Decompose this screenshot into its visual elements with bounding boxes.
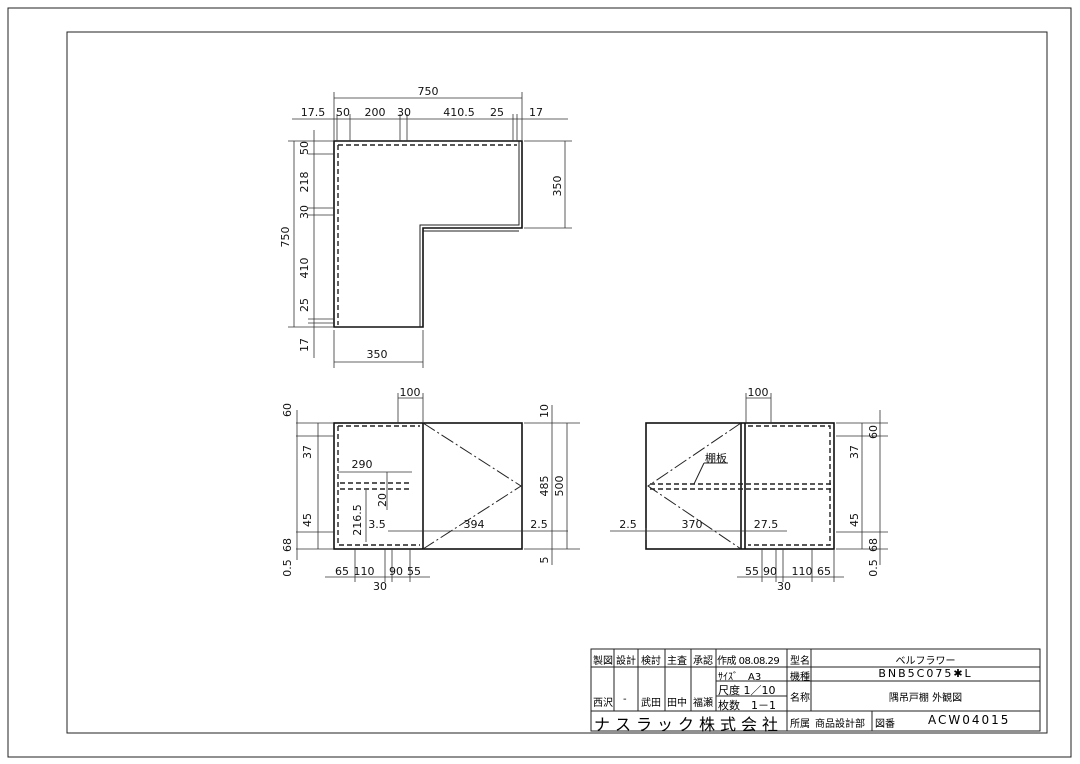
dimension-label: 37 [301, 445, 314, 459]
dimension-label: 68 [867, 538, 880, 552]
dimension-label: 17 [529, 106, 543, 119]
dimension-label: 60 [867, 425, 880, 439]
dimension-label: 60 [281, 403, 294, 417]
approval-name-0: 西沢 [593, 698, 613, 709]
dimension-label: 485 [538, 476, 551, 497]
approval-name-1: - [623, 694, 627, 705]
approval-role-4: 承認 [693, 656, 713, 667]
front-right-view [610, 393, 888, 582]
dimension-label: 410.5 [443, 106, 475, 119]
dimension-label: 65 [817, 565, 831, 578]
dimension-label: 17 [298, 338, 311, 352]
dimension-label: 500 [553, 476, 566, 497]
dimension-label: 50 [298, 141, 311, 155]
dimension-label: 750 [279, 227, 292, 248]
approval-role-2: 検討 [641, 656, 661, 667]
drawing-no-label: 図番 [875, 719, 895, 730]
dimension-label: 370 [682, 518, 703, 531]
model-value: ベルフラワー [895, 656, 956, 667]
dept-label: 所属 [790, 719, 810, 730]
dimension-label: 20 [376, 493, 389, 507]
approval-name-4: 福瀬 [693, 698, 713, 709]
dimension-label: 27.5 [754, 518, 779, 531]
dimension-label: 30 [397, 106, 411, 119]
dimension-label: 200 [365, 106, 386, 119]
inner-frame [66, 31, 1048, 734]
dimension-label: 100 [748, 386, 769, 399]
dimension-label: 50 [336, 106, 350, 119]
dimension-label: 棚板 [705, 451, 727, 465]
dimension-label: 25 [490, 106, 504, 119]
drawing-no-value: ACW04015 [928, 713, 1011, 727]
dimension-label: 110 [792, 565, 813, 578]
dimension-label: 5 [538, 557, 551, 564]
dimension-label: 45 [301, 513, 314, 527]
dimension-label: 100 [400, 386, 421, 399]
title-block [590, 648, 1041, 732]
type-value: BNB5C075✱L [878, 667, 973, 680]
dimension-label: 30 [777, 580, 791, 593]
sheet-count: 枚数 1－1 [718, 699, 776, 712]
approval-role-0: 製図 [593, 656, 613, 667]
dimension-label: 0.5 [281, 559, 294, 577]
dimension-label: 750 [418, 85, 439, 98]
dimension-label: 45 [848, 513, 861, 527]
scale: 尺度 1／10 [718, 684, 776, 697]
approval-role-3: 主査 [667, 656, 687, 667]
dimension-label: 350 [551, 176, 564, 197]
dimension-label: 2.5 [530, 518, 548, 531]
dimension-label: 65 [335, 565, 349, 578]
dimension-labels: 750 17.5 50 200 30 410.5 25 17 50 218 30 410 25 17 750… [279, 85, 880, 593]
dept-value: 商品設計部 [815, 719, 865, 730]
dimension-label: 30 [298, 205, 311, 219]
dimension-label: 2.5 [619, 518, 637, 531]
name-value: 隅吊戸棚 外観図 [888, 693, 963, 704]
dimension-label: 3.5 [368, 518, 386, 531]
dimension-label: 216.5 [351, 504, 364, 536]
dimension-label: 0.5 [867, 559, 880, 577]
model-label: 型名 [790, 656, 810, 667]
dimension-label: 410 [298, 258, 311, 279]
dimension-label: 68 [281, 538, 294, 552]
outer-frame [7, 7, 1072, 758]
dimension-label: 110 [354, 565, 375, 578]
approval-role-1: 設計 [616, 656, 636, 667]
dimension-label: 218 [298, 172, 311, 193]
dimension-label: 350 [367, 348, 388, 361]
dimension-label: 90 [763, 565, 777, 578]
dimension-label: 55 [745, 565, 759, 578]
type-label: 機種 [790, 672, 810, 683]
dimension-label: 25 [298, 298, 311, 312]
name-label: 名称 [790, 693, 810, 704]
dimension-label: 37 [848, 445, 861, 459]
company-name: ナスラック株式会社 [594, 715, 784, 734]
front-left-view [296, 393, 580, 582]
dimension-label: 90 [389, 565, 403, 578]
dimension-label: 290 [352, 458, 373, 471]
created-date: 作成 08.08.29 [717, 656, 780, 667]
top-view [288, 92, 572, 368]
approval-name-2: 武田 [641, 698, 661, 709]
dimension-label: 30 [373, 580, 387, 593]
dimension-label: 10 [538, 404, 551, 418]
paper-size: ｻｲｽﾞ A3 [718, 672, 762, 683]
dimension-label: 17.5 [301, 106, 326, 119]
dimension-label: 55 [407, 565, 421, 578]
dimension-label: 394 [464, 518, 485, 531]
approval-name-3: 田中 [667, 698, 687, 709]
